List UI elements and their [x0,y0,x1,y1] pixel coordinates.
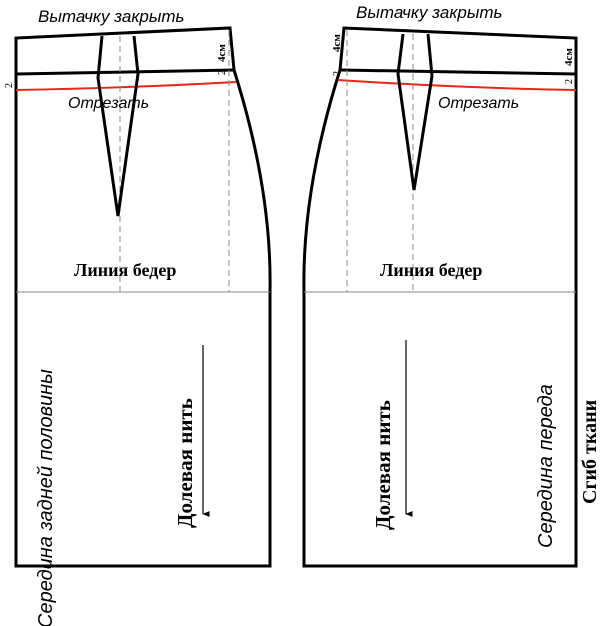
front-grain-label: Долевая нить [371,400,395,530]
back-measure-left-2: 2 [4,83,15,88]
back-grain-label: Долевая нить [173,398,197,528]
back-waist-line [15,68,236,76]
front-measure-right-2: 2 [564,79,575,84]
back-measure-right-4: 4см [216,44,228,62]
front-fold-label: Сгиб ткани [579,400,600,504]
front-piece [302,26,578,568]
front-piece-outline [302,26,578,568]
front-hip-line-label: Линия бедер [380,260,482,280]
back-hip-line-label: Линия бедер [74,260,176,280]
back-dart [96,35,140,217]
front-cut-line [337,79,577,91]
front-measure-left-4: 4см [331,34,343,52]
front-waist-line [340,68,577,76]
back-cut-line [15,81,237,91]
back-measure-right-2: 2 [217,70,228,75]
front-measure-right-4: 4см [563,48,575,66]
front-center-label: Середина переда [535,384,557,548]
front-measure-left-2: 2 [332,71,343,76]
front-dart [396,33,434,191]
front-cut-label: Отрезать [438,95,519,112]
back-piece [14,26,272,568]
back-dart-label: Вытачку закрыть [38,7,184,26]
back-cut-label: Отрезать [68,95,149,112]
front-dart-label: Вытачку закрыть [356,3,502,22]
back-center-label: Середина задней половины [35,369,57,626]
